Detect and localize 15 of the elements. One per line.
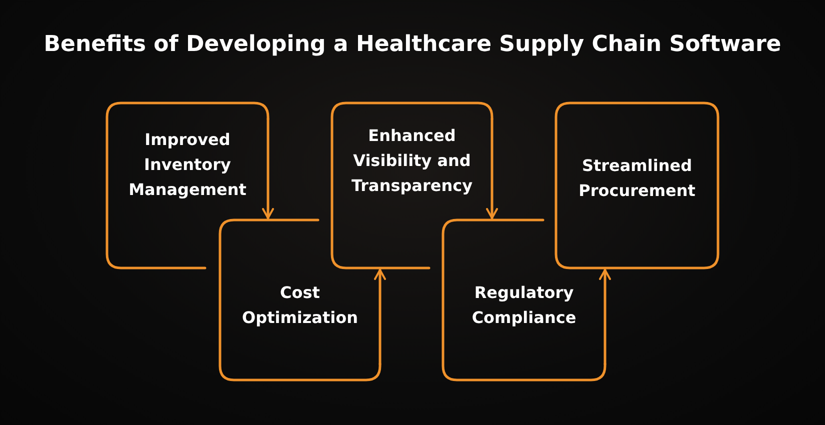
process-box	[443, 220, 605, 380]
step-label: Regulatory Compliance	[470, 282, 578, 329]
step-label: Streamlined Procurement	[578, 155, 696, 202]
step-label: Cost Optimization	[241, 282, 359, 329]
arrow	[262, 118, 274, 220]
process-box	[107, 103, 268, 268]
process-box	[220, 220, 380, 380]
arrow	[486, 118, 498, 220]
arrow	[599, 268, 611, 366]
diagram-title: Benefits of Developing a Healthcare Supply Chain Software	[42, 32, 782, 57]
process-box	[556, 103, 718, 268]
process-box	[332, 103, 492, 268]
step-label: Improved Inventory Management	[128, 129, 248, 201]
step-label: Enhanced Visibility and Transparency	[350, 125, 474, 197]
arrow	[374, 268, 386, 366]
